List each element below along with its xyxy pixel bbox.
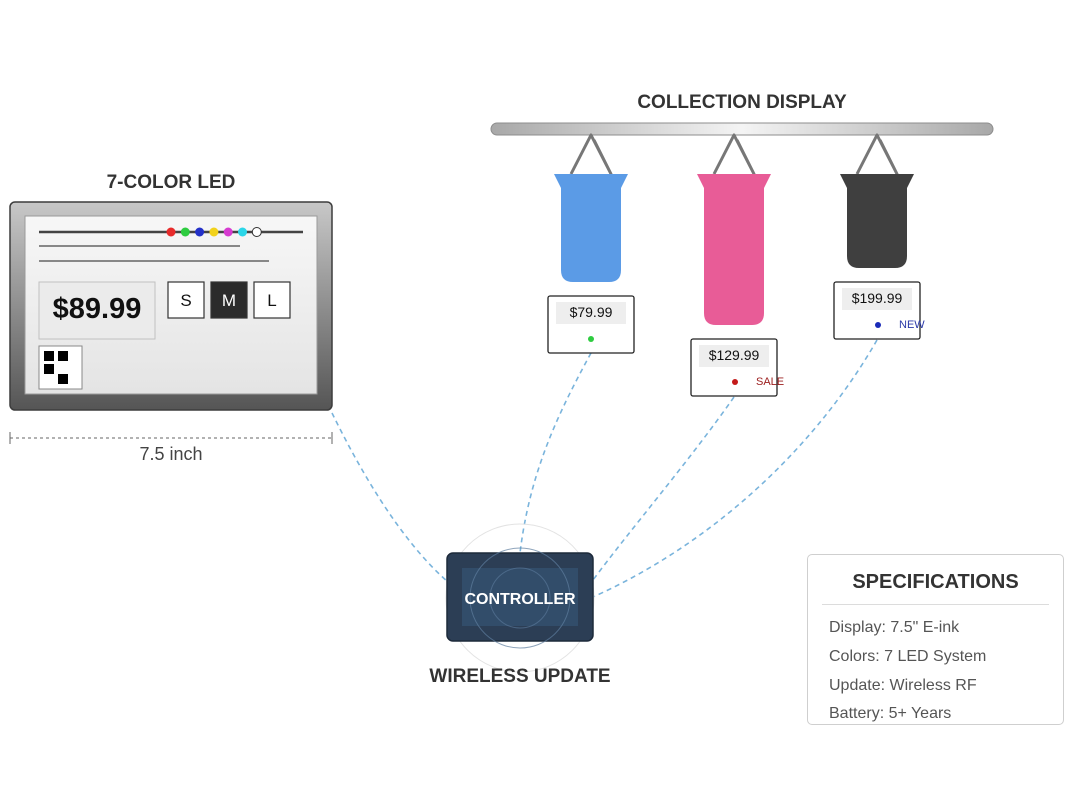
led-title: 7-COLOR LED [107,172,236,193]
product-price: $199.99 [852,290,903,306]
price-box [38,281,156,340]
connection-line-product-3 [592,339,878,598]
size-label: 7.5 inch [139,444,202,464]
size-option-s[interactable]: S [167,281,205,319]
controller-panel [462,568,578,626]
status-dot [732,379,738,385]
led-dot [251,227,262,237]
size-dimension-line [9,432,333,444]
garment-shape [554,174,628,282]
product-tag-label: NEW [899,319,925,331]
hanger-icon [855,133,899,176]
status-dot [875,322,881,328]
size-option-l[interactable]: L [253,281,291,319]
price-tag-screen [699,345,769,367]
led-dot [209,227,219,237]
garment-shape [697,174,771,325]
spec-update: Update: Wireless RF [829,677,977,694]
controller-device: CONTROLLER [445,523,595,673]
hanger-icon [569,133,613,176]
spec-colors: Colors: 7 LED System [829,648,987,665]
garment-shape [840,174,914,268]
led-color-dots [166,227,262,237]
hanger-icon [712,133,756,176]
hanging-rail [490,122,994,136]
connection-line-led [331,412,449,583]
spec-battery: Battery: 5+ Years [829,705,952,722]
product-item: $79.99 [547,133,635,354]
product-price: $129.99 [709,347,760,363]
specifications-title: SPECIFICATIONS [852,571,1019,593]
wireless-label: WIRELESS UPDATE [429,666,610,687]
spec-display: Display: 7.5" E-ink [829,619,960,636]
connection-line-product-1 [519,352,592,554]
size-option-label: M [222,291,236,310]
specifications-card: SPECIFICATIONS Display: 7.5" E-ink Color… [807,554,1064,725]
signal-ring [445,523,595,673]
signal-ring-core [489,567,551,629]
specifications-divider [822,604,1049,605]
signal-ring-inner [469,547,571,649]
product-tag-label: SALE [756,376,784,388]
price-tag-screen [556,302,626,324]
status-dot [588,336,594,342]
led-dot [180,227,190,237]
size-option-label: S [180,291,191,310]
collection-title: COLLECTION DISPLAY [637,92,847,113]
led-dot [195,227,205,237]
led-dot [238,227,247,237]
led-dot [166,227,176,237]
led-display-device: $89.99 S M L [9,201,333,411]
qr-code-icon [38,345,83,390]
connection-line-product-2 [592,396,735,581]
size-option-label: L [267,291,276,310]
connection-lines [331,339,878,598]
led-price: $89.99 [53,293,142,325]
controller-label: CONTROLLER [464,591,576,608]
price-tag-screen [842,288,912,310]
product-price: $79.99 [570,304,613,320]
led-dot [223,227,233,237]
size-option-m[interactable]: M [210,281,248,319]
